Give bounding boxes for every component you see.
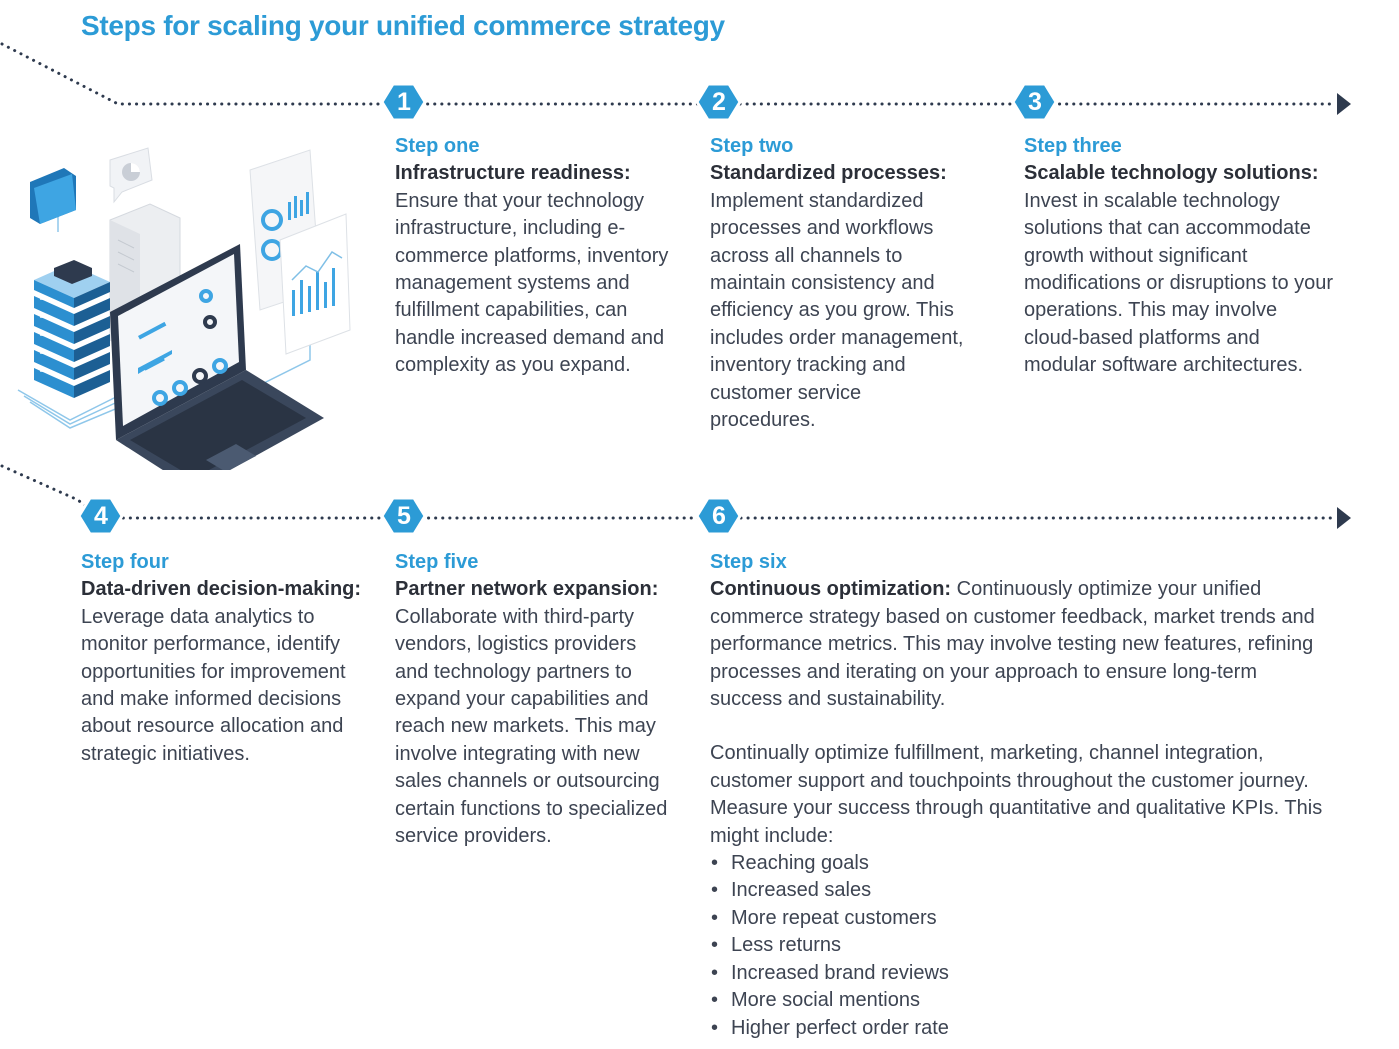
kpi-text: Increased brand reviews [731, 961, 949, 984]
step-heading: Continuous optimization: [710, 578, 952, 601]
step-heading: Partner network expansion: [395, 578, 659, 601]
step-card-4: Step four Data-driven decision-making: L… [81, 549, 373, 768]
list-item: • Increased sales [710, 877, 1325, 904]
step-label: Step one [395, 135, 480, 157]
list-item: • More repeat customers [710, 905, 1325, 932]
step-number: 6 [712, 502, 726, 530]
server-stack-icon [34, 260, 110, 398]
list-item: • More social mentions [710, 987, 1325, 1014]
step-body: Implement standardized processes and wor… [710, 189, 964, 432]
step-text: Continuous optimization: Continuously op… [710, 576, 1325, 713]
step-body-secondary: Continually optimize fulfillment, market… [710, 742, 1323, 847]
step-label: Step two [710, 135, 794, 157]
step-body: Ensure that your technology infrastructu… [395, 189, 669, 377]
bullet-icon: • [711, 879, 719, 902]
chart-bubble-icon [109, 147, 153, 204]
step-body: Invest in scalable technology solutions … [1024, 189, 1334, 377]
page-title: Steps for scaling your unified commerce … [81, 10, 725, 41]
list-item: • Reaching goals [710, 850, 1325, 877]
step-label: Step five [395, 551, 479, 573]
list-item: • Increased brand reviews [710, 960, 1325, 987]
step-body: Leverage data analytics to monitor perfo… [81, 605, 346, 765]
bullet-icon: • [711, 906, 719, 929]
hexagon-badge-5 [380, 496, 427, 536]
step-text: Partner network expansion: Collaborate w… [395, 576, 675, 850]
step-text: Infrastructure readiness: Ensure that you… [395, 160, 690, 379]
hexagon-badge-4 [77, 496, 124, 536]
bullet-icon: • [711, 934, 719, 957]
server-laptop-illustration [17, 147, 351, 470]
step-card-5: Step five Partner network expansion: Col… [395, 549, 675, 850]
step-body: Collaborate with third-party vendors, lo… [395, 605, 668, 848]
folder-icon [30, 168, 76, 224]
arrow-right-icon [1337, 507, 1351, 529]
step-label: Step six [710, 551, 787, 573]
connector-intro-row1 [0, 42, 1334, 106]
hexagon-badge-6 [695, 496, 742, 536]
step-number: 2 [712, 88, 726, 116]
kpi-text: Higher perfect order rate [731, 1016, 949, 1039]
hexagon-badge-3 [1011, 82, 1058, 122]
hexagon-badge-1 [380, 82, 427, 122]
kpi-list: • Reaching goals • Increased sales • More r… [710, 850, 1325, 1042]
kpi-text: Reaching goals [731, 852, 869, 875]
list-item: • Higher perfect order rate [710, 1015, 1325, 1042]
kpi-text: More repeat customers [731, 906, 937, 929]
step-card-3: Step three Scalable technology solutions… [1024, 133, 1336, 380]
step-number: 1 [397, 88, 411, 116]
step-text: Standardized processes: Implement standar… [710, 160, 970, 434]
bullet-icon: • [711, 1016, 719, 1039]
step-number: 4 [94, 502, 108, 530]
step-heading: Standardized processes: [710, 162, 947, 185]
step-heading: Scalable technology solutions: [1024, 162, 1319, 185]
connector-intro-row2 [0, 464, 1334, 520]
bullet-icon: • [711, 852, 719, 875]
kpi-text: Increased sales [731, 879, 872, 902]
step-number: 3 [1028, 88, 1042, 116]
arrow-right-icon [1337, 93, 1351, 115]
step-text: Data-driven decision-making: Leverage da… [81, 576, 373, 768]
hexagon-badge-2 [695, 82, 742, 122]
list-item: • Less returns [710, 932, 1325, 959]
step-heading: Data-driven decision-making: [81, 578, 362, 601]
kpi-text: More social mentions [731, 989, 920, 1012]
step-card-6: Step six Continuous optimization: Contin… [710, 549, 1325, 1042]
step-text: Scalable technology solutions: Invest in… [1024, 160, 1336, 379]
step-card-1: Step one Infrastructure readiness: Ensure… [395, 133, 690, 380]
step-label: Step three [1024, 135, 1122, 157]
bullet-icon: • [711, 989, 719, 1012]
step-body: Continuously optimize your unified comme… [710, 578, 1315, 711]
step-number: 5 [397, 502, 411, 530]
step-card-2: Step two Standardized processes: Implemen… [710, 133, 970, 434]
laptop-icon [110, 244, 324, 470]
step-heading: Infrastructure readiness: [395, 162, 631, 185]
step-label: Step four [81, 551, 169, 573]
kpi-text: Less returns [731, 934, 842, 957]
bullet-icon: • [711, 961, 719, 984]
